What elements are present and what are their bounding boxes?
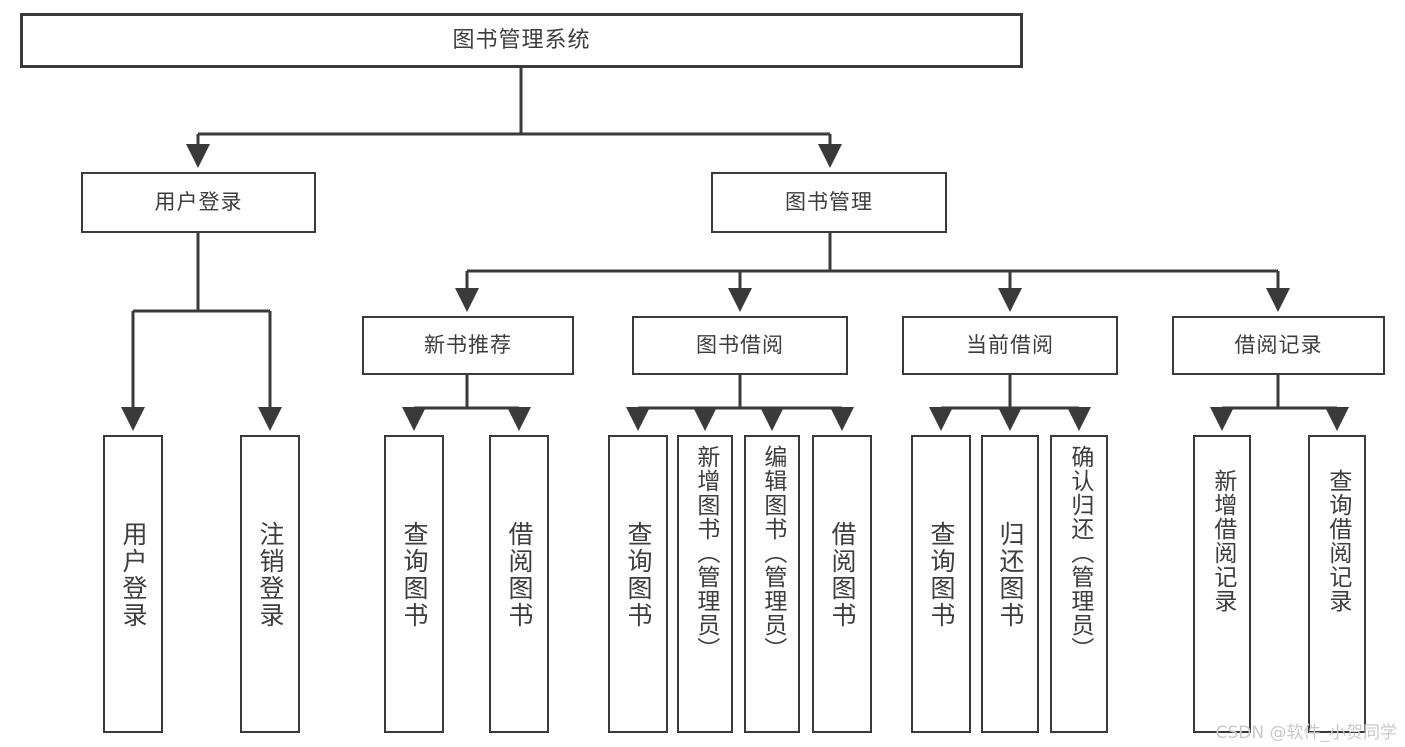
node-borrow-record-label: 借阅记录: [1234, 333, 1323, 357]
node-user-login-label: 用户登录: [154, 190, 243, 214]
node-user-login[interactable]: 用户登录: [81, 172, 316, 233]
node-leaf-return-book-label: 归还图书: [996, 521, 1025, 629]
node-leaf-borrow-book-2[interactable]: 借阅图书: [812, 435, 872, 733]
node-book-borrow[interactable]: 图书借阅: [632, 316, 848, 375]
node-leaf-return-book[interactable]: 归还图书: [981, 435, 1039, 733]
node-leaf-add-record[interactable]: 新增借阅记录: [1193, 435, 1251, 733]
node-book-manage[interactable]: 图书管理: [711, 172, 947, 233]
node-leaf-borrow-book-2-label: 借阅图书: [828, 521, 857, 629]
node-leaf-query-book-1-label: 查询图书: [400, 521, 429, 629]
node-leaf-query-record-label: 查询借阅记录: [1324, 469, 1351, 613]
node-current-borrow[interactable]: 当前借阅: [902, 316, 1118, 375]
node-root-label: 图书管理系统: [452, 27, 591, 53]
node-leaf-add-record-label: 新增借阅记录: [1209, 469, 1236, 613]
node-leaf-user-login[interactable]: 用户登录: [103, 435, 163, 733]
node-leaf-logout-login[interactable]: 注销登录: [240, 435, 300, 733]
node-leaf-query-book-2[interactable]: 查询图书: [608, 435, 668, 733]
node-leaf-add-book[interactable]: 新增图书（管理员）: [677, 435, 733, 733]
csdn-watermark: CSDN @软件_小贺同学: [1215, 723, 1397, 743]
node-leaf-edit-book-label: 编辑图书（管理员）: [759, 445, 786, 661]
node-new-book-recommend-label: 新书推荐: [424, 333, 512, 357]
node-leaf-query-record[interactable]: 查询借阅记录: [1308, 435, 1366, 733]
node-leaf-borrow-book-1-label: 借阅图书: [505, 521, 534, 629]
node-leaf-confirm-return-label: 确认归还（管理员）: [1066, 445, 1093, 661]
node-leaf-add-book-label: 新增图书（管理员）: [692, 445, 719, 661]
node-leaf-logout-login-label: 注销登录: [256, 521, 285, 629]
node-book-manage-label: 图书管理: [785, 190, 873, 214]
node-borrow-record[interactable]: 借阅记录: [1172, 316, 1385, 375]
node-leaf-query-book-1[interactable]: 查询图书: [384, 435, 444, 733]
node-leaf-borrow-book-1[interactable]: 借阅图书: [489, 435, 549, 733]
node-book-borrow-label: 图书借阅: [696, 333, 784, 357]
node-leaf-query-book-3-label: 查询图书: [927, 521, 956, 629]
node-leaf-confirm-return[interactable]: 确认归还（管理员）: [1050, 435, 1108, 733]
node-leaf-user-login-label: 用户登录: [119, 521, 148, 629]
node-leaf-query-book-3[interactable]: 查询图书: [911, 435, 971, 733]
node-new-book-recommend[interactable]: 新书推荐: [362, 316, 574, 375]
node-leaf-query-book-2-label: 查询图书: [624, 521, 653, 629]
node-leaf-edit-book[interactable]: 编辑图书（管理员）: [744, 435, 800, 733]
node-current-borrow-label: 当前借阅: [966, 333, 1054, 357]
node-root[interactable]: 图书管理系统: [20, 13, 1023, 68]
